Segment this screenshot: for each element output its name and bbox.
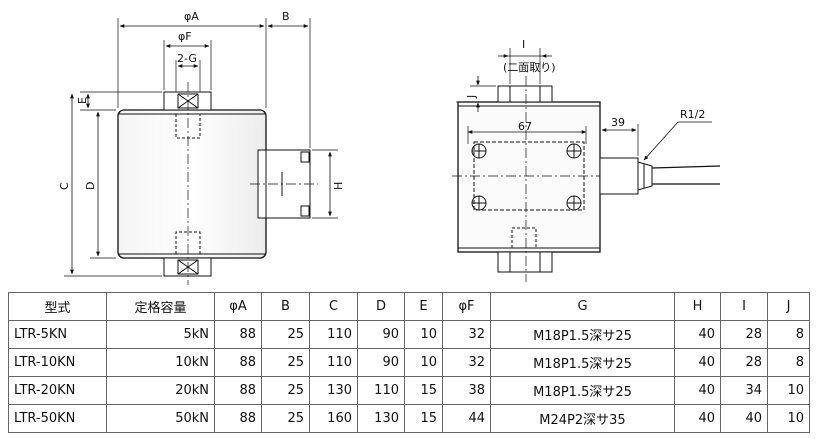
side-top-boss bbox=[497, 85, 553, 103]
cell-phi-f: 32 bbox=[442, 320, 491, 349]
label-e: E bbox=[76, 97, 89, 104]
header-h: H bbox=[674, 292, 721, 321]
table-row: LTR-10KN 10kN 88 25 110 90 10 32 M18P1.5… bbox=[8, 348, 810, 377]
label-i: I bbox=[522, 38, 525, 51]
cell-c: 130 bbox=[309, 376, 358, 405]
header-j: J bbox=[767, 292, 810, 321]
side-view bbox=[452, 48, 721, 282]
bolt-bottom-right bbox=[566, 195, 582, 211]
front-body bbox=[117, 109, 267, 259]
label-r12: R1/2 bbox=[680, 108, 705, 121]
cell-capacity: 10kN bbox=[106, 348, 215, 377]
cell-b: 25 bbox=[261, 404, 310, 433]
cell-d: 130 bbox=[357, 404, 405, 433]
table-row: LTR-20KN 20kN 88 25 130 110 15 38 M18P1.… bbox=[8, 376, 810, 405]
side-view-labels: I (二面取り) J 67 39 R1/2 bbox=[465, 38, 705, 133]
side-bottom-boss bbox=[497, 251, 553, 273]
front-view bbox=[64, 18, 338, 285]
label-phi-a: φA bbox=[184, 10, 199, 23]
cell-i: 40 bbox=[720, 404, 768, 433]
header-phi-f: φF bbox=[442, 292, 491, 321]
cell-g: M24P2深サ35 bbox=[490, 404, 675, 433]
cell-c: 160 bbox=[309, 404, 358, 433]
header-c: C bbox=[309, 292, 358, 321]
technical-drawing: φA B φF 2-G E C D H bbox=[58, 10, 721, 285]
front-view-labels: φA B φF 2-G E C D H bbox=[58, 10, 345, 190]
cell-d: 90 bbox=[357, 320, 405, 349]
header-g: G bbox=[490, 292, 675, 321]
cell-i: 34 bbox=[720, 376, 768, 405]
label-phi-f: φF bbox=[178, 30, 192, 43]
cell-g: M18P1.5深サ25 bbox=[490, 376, 675, 405]
cell-phi-a: 88 bbox=[214, 404, 262, 433]
label-d: D bbox=[84, 182, 97, 190]
label-67: 67 bbox=[518, 120, 532, 133]
cell-c: 110 bbox=[309, 348, 358, 377]
cell-e: 15 bbox=[404, 376, 443, 405]
cell-j: 8 bbox=[767, 320, 810, 349]
header-i: I bbox=[720, 292, 768, 321]
cell-d: 90 bbox=[357, 348, 405, 377]
label-b: B bbox=[282, 10, 290, 23]
cell-h: 40 bbox=[674, 376, 721, 405]
cell-i: 28 bbox=[720, 348, 768, 377]
cell-phi-a: 88 bbox=[214, 320, 262, 349]
cell-e: 10 bbox=[404, 320, 443, 349]
cell-capacity: 5kN bbox=[106, 320, 215, 349]
header-phi-a: φA bbox=[214, 292, 262, 321]
header-d: D bbox=[357, 292, 405, 321]
cell-model: LTR-10KN bbox=[8, 348, 107, 377]
label-h: H bbox=[332, 182, 345, 190]
cell-g: M18P1.5深サ25 bbox=[490, 320, 675, 349]
label-c: C bbox=[58, 182, 71, 190]
header-b: B bbox=[261, 292, 310, 321]
cell-e: 15 bbox=[404, 404, 443, 433]
cell-g: M18P1.5深サ25 bbox=[490, 348, 675, 377]
bolt-top-left bbox=[471, 143, 487, 159]
cell-c: 110 bbox=[309, 320, 358, 349]
cable bbox=[651, 165, 721, 169]
label-2g: 2-G bbox=[177, 52, 197, 65]
cell-phi-a: 88 bbox=[214, 348, 262, 377]
cell-model: LTR-20KN bbox=[8, 376, 107, 405]
label-39: 39 bbox=[611, 116, 625, 129]
table-row: LTR-5KN 5kN 88 25 110 90 10 32 M18P1.5深サ… bbox=[8, 320, 810, 349]
table-header-row: 型式 定格容量 φA B C D E φF G H I J bbox=[8, 292, 810, 321]
label-j: J bbox=[465, 95, 478, 99]
cell-h: 40 bbox=[674, 320, 721, 349]
bolt-top-right bbox=[566, 143, 582, 159]
cell-d: 110 bbox=[357, 376, 405, 405]
side-body bbox=[457, 101, 601, 253]
bolt-bottom-left bbox=[471, 195, 487, 211]
cell-phi-f: 44 bbox=[442, 404, 491, 433]
cell-capacity: 20kN bbox=[106, 376, 215, 405]
cell-j: 8 bbox=[767, 348, 810, 377]
cell-i: 28 bbox=[720, 320, 768, 349]
cell-j: 10 bbox=[767, 376, 810, 405]
header-e: E bbox=[404, 292, 443, 321]
header-capacity: 定格容量 bbox=[106, 292, 215, 321]
cell-h: 40 bbox=[674, 348, 721, 377]
cell-b: 25 bbox=[261, 348, 310, 377]
cell-b: 25 bbox=[261, 376, 310, 405]
cell-j: 10 bbox=[767, 404, 810, 433]
label-i-note: (二面取り) bbox=[503, 61, 556, 74]
cell-e: 10 bbox=[404, 348, 443, 377]
cell-h: 40 bbox=[674, 404, 721, 433]
cell-b: 25 bbox=[261, 320, 310, 349]
cell-phi-a: 88 bbox=[214, 376, 262, 405]
table-row: LTR-50KN 50kN 88 25 160 130 15 44 M24P2深… bbox=[8, 404, 810, 433]
spec-table: 型式 定格容量 φA B C D E φF G H I J LTR-5KN 5k… bbox=[8, 292, 810, 433]
cell-capacity: 50kN bbox=[106, 404, 215, 433]
cell-model: LTR-5KN bbox=[8, 320, 107, 349]
header-model: 型式 bbox=[8, 292, 107, 321]
side-connector bbox=[599, 157, 639, 195]
cell-model: LTR-50KN bbox=[8, 404, 107, 433]
cell-phi-f: 32 bbox=[442, 348, 491, 377]
cell-phi-f: 38 bbox=[442, 376, 491, 405]
